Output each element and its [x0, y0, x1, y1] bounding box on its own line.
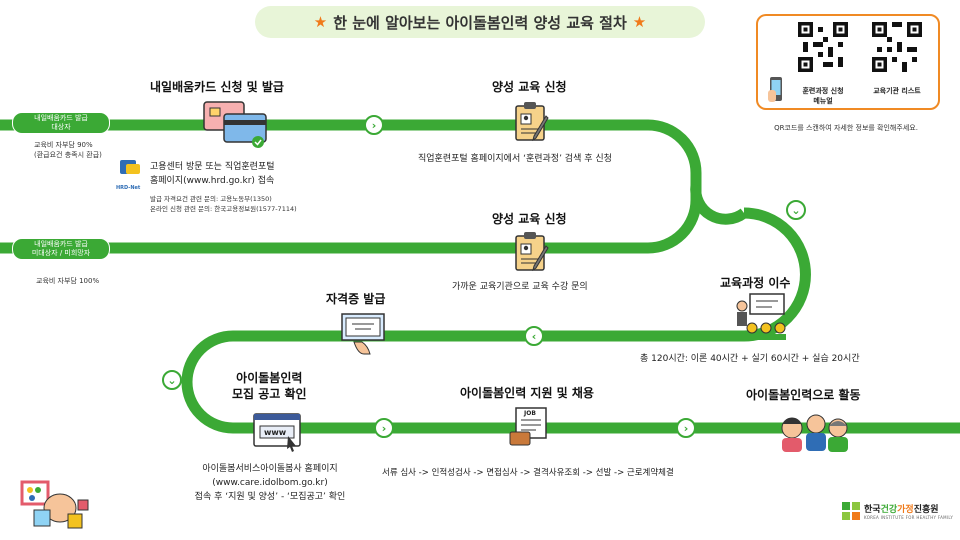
- logo-part: 진흥원: [913, 505, 939, 515]
- hrd-net-logo-icon: [120, 160, 140, 174]
- note-line: (환급요건 충족시 환급): [34, 151, 102, 159]
- pill-line: 미대상자 / 미희망자: [31, 249, 91, 257]
- step-desc-course: 총 120시간: 이론 40시간 + 실기 60시간 + 실습 20시간: [640, 354, 860, 364]
- application-form-icon: [515, 102, 549, 142]
- application-form-icon: [515, 232, 549, 272]
- card-contact-info: 발급 자격요건 관련 문의: 고용노동부(1350) 온라인 신청 관련 문의:…: [150, 194, 297, 214]
- arrow-right-icon: ›: [364, 115, 384, 135]
- job-application-icon: [509, 407, 547, 446]
- non-target-pill: 내일배움카드 발급 미대상자 / 미희망자: [12, 238, 110, 260]
- kihf-logo-icon: [842, 502, 860, 520]
- target-pill: 내일배움카드 발급 대상자: [12, 112, 110, 134]
- step-desc-hire: 서류 심사 -> 인적성검사 -> 면접심사 -> 결격사유조회 -> 선발 -…: [382, 468, 674, 478]
- desc-line: (www.care.idolbom.go.kr): [212, 478, 328, 488]
- page-title: ★ 한 눈에 알아보는 아이돌봄인력 양성 교육 절차 ★: [255, 6, 705, 38]
- qr-code-course-manual-icon[interactable]: [798, 22, 848, 72]
- credit-card-icon: [203, 101, 267, 148]
- desc-line: 고용센터 방문 또는 직업훈련포털: [150, 162, 275, 172]
- caregiver-family-icon: [781, 414, 848, 452]
- step-title-certificate: 자격증 발급: [326, 292, 386, 306]
- arrow-right-icon: ›: [374, 418, 394, 438]
- hrd-net-label: HRD-Net: [116, 185, 141, 191]
- certificate-icon: [341, 313, 385, 355]
- non-target-note: 교육비 자부담 100%: [36, 277, 100, 285]
- title-text: 한 눈에 알아보는 아이돌봄인력 양성 교육 절차: [333, 13, 627, 32]
- qr-code-institution-list-icon[interactable]: [872, 22, 922, 72]
- desc-line: 접속 후 ‘지원 및 양성’ - ‘모집공고’ 확인: [194, 492, 346, 502]
- kihf-logo-name: 한국건강가정진흥원: [864, 502, 953, 515]
- classroom-icon: [736, 293, 786, 340]
- step-desc-apply-institution: 가까운 교육기관으로 교육 수강 문의: [452, 282, 588, 292]
- title-line: 아이돌봄인력: [236, 371, 303, 385]
- step-title-active: 아이돌봄인력으로 활동: [746, 388, 861, 402]
- step-title-recruit-check: 아이돌봄인력 모집 공고 확인: [232, 370, 307, 402]
- logo-part: 한국: [864, 505, 881, 515]
- contact-line: 온라인 신청 관련 문의: 한국고용정보원(1577-7114): [150, 205, 297, 213]
- step-title-apply-online: 양성 교육 신청: [492, 80, 567, 94]
- title-line: 모집 공고 확인: [232, 387, 307, 401]
- contact-line: 발급 자격요건 관련 문의: 고용노동부(1350): [150, 195, 272, 203]
- step-title-course: 교육과정 이수: [720, 276, 791, 290]
- target-note: 교육비 자부담 90% (환급요건 충족시 환급): [34, 140, 102, 160]
- desc-line: 홈페이지(www.hrd.go.kr) 접속: [150, 176, 275, 186]
- step-desc-card: 고용센터 방문 또는 직업훈련포털 홈페이지(www.hrd.go.kr) 접속: [150, 160, 275, 188]
- job-label: JOB: [524, 410, 536, 417]
- kihf-logo: 한국건강가정진흥원 KOREA INSTITUTE FOR HEALTHY FA…: [842, 502, 953, 520]
- qr-label-manual: 훈련과정 신청 메뉴얼: [788, 86, 858, 106]
- arrow-down-icon: ⌄: [786, 200, 806, 220]
- desc-line: 아이돌봄서비스아이돌봄사 홈페이지: [202, 464, 338, 474]
- step-desc-apply-online: 직업훈련포털 홈페이지에서 ‘훈련과정’ 검색 후 신청: [418, 154, 612, 164]
- qr-label-line: 메뉴얼: [813, 97, 833, 105]
- arrow-down-icon: ⌄: [162, 370, 182, 390]
- website-icon: [253, 413, 301, 452]
- step-title-apply-institution: 양성 교육 신청: [492, 212, 567, 226]
- logo-part: 가정: [897, 505, 914, 515]
- pill-line: 내일배움카드 발급: [34, 240, 88, 248]
- step-desc-recruit-check: 아이돌봄서비스아이돌봄사 홈페이지 (www.care.idolbom.go.k…: [180, 462, 360, 504]
- qr-label-line: 훈련과정 신청: [802, 87, 844, 95]
- note-line: 교육비 자부담 90%: [34, 141, 93, 149]
- star-icon: ★: [313, 13, 328, 31]
- qr-label-list: 교육기관 리스트: [873, 87, 921, 95]
- qr-note: QR코드를 스캔하여 자세한 정보를 확인해주세요.: [774, 124, 918, 132]
- kihf-logo-subtitle: KOREA INSTITUTE FOR HEALTHY FAMILY: [864, 515, 954, 520]
- arrow-left-icon: ‹: [524, 326, 544, 346]
- star-icon: ★: [632, 13, 647, 31]
- www-label: www: [264, 428, 287, 437]
- step-title-hire: 아이돌봄인력 지원 및 채용: [460, 386, 594, 400]
- logo-part: 건강: [880, 505, 898, 515]
- arrow-right-icon: ›: [676, 418, 696, 438]
- qr-panel: 훈련과정 신청 메뉴얼 교육기관 리스트: [756, 14, 940, 110]
- step-title-card: 내일배움카드 신청 및 발급: [150, 80, 284, 94]
- phone-qr-icon: [768, 77, 782, 102]
- pill-line: 내일배움카드 발급: [34, 114, 88, 122]
- pill-line: 대상자: [51, 123, 71, 131]
- toy-blocks-icon: [20, 480, 89, 529]
